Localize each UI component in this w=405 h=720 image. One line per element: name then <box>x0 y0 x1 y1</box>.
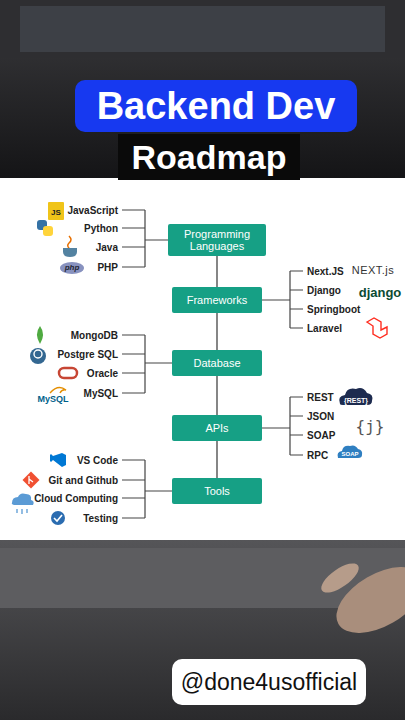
category-box: Tools <box>172 478 262 504</box>
git-icon <box>23 472 40 489</box>
spine-connector <box>216 376 217 415</box>
icon-text: JS <box>51 208 61 218</box>
category-text-stack: APIs <box>201 422 232 434</box>
cloud-rain <box>17 509 27 514</box>
list-item: Git and Github <box>49 474 118 487</box>
list-item: RPC <box>307 449 328 462</box>
laravel-icon <box>367 318 387 338</box>
bracket <box>122 210 172 267</box>
list-item: PHP <box>97 261 118 274</box>
logo-text: {j} <box>356 418 385 436</box>
list-item: Python <box>84 222 118 235</box>
bracket <box>122 460 172 518</box>
category-label: Frameworks <box>183 294 252 306</box>
java-cup <box>63 248 77 257</box>
category-text-stack: Tools <box>200 485 234 497</box>
java-steam <box>68 236 71 249</box>
postgres-icon <box>30 348 46 364</box>
list-item: Java <box>96 241 118 254</box>
cloud-icon <box>12 493 34 505</box>
list-item: Springboot <box>307 303 360 316</box>
category-box: Programming Languages <box>168 224 266 256</box>
category-label: Tools <box>200 485 234 497</box>
diagram-panel <box>0 178 405 540</box>
monitor-screen <box>20 6 385 52</box>
category-label: Database <box>189 357 244 369</box>
list-item: Django <box>307 284 341 297</box>
photo-background <box>0 0 405 180</box>
category-text-stack: Programming Languages <box>168 228 266 252</box>
javascript-icon <box>48 202 64 220</box>
category-box: Frameworks <box>172 287 262 313</box>
spine-connector <box>216 256 217 287</box>
mysql-dolphin <box>50 388 66 393</box>
watermark: @done4usofficial <box>172 659 366 705</box>
rest-cloud <box>339 388 372 405</box>
list-item: SOAP <box>307 429 335 442</box>
hand <box>325 553 405 646</box>
logo-text: django <box>359 286 402 300</box>
git-icon <box>29 476 33 484</box>
category-text-stack: Database <box>189 357 244 369</box>
category-label: Programming Languages <box>168 228 266 252</box>
list-item: Laravel <box>307 322 342 335</box>
python-icon <box>43 226 53 236</box>
bracket <box>262 271 303 328</box>
logo-text: MySQL <box>37 394 68 404</box>
postgres-icon <box>34 350 42 358</box>
logo-text: NEXT.js <box>352 264 395 277</box>
category-label: APIs <box>201 422 232 434</box>
oracle-icon <box>59 368 77 378</box>
php-icon <box>60 262 84 274</box>
bracket <box>122 335 172 393</box>
list-item: Oracle <box>87 367 118 380</box>
bracket <box>262 397 303 455</box>
photo-background <box>0 540 405 720</box>
icon-text: php <box>65 263 80 273</box>
list-item: MySQL <box>84 387 118 400</box>
list-item: Postgre SQL <box>57 348 118 361</box>
subtitle-banner: Roadmap <box>118 134 301 180</box>
testing-icon <box>51 511 65 525</box>
testing-check <box>54 515 62 521</box>
monitor-frame <box>0 0 405 58</box>
category-box: Database <box>172 350 262 376</box>
vscode-icon <box>50 453 66 467</box>
logo-text: SOAP <box>341 451 358 458</box>
list-item: VS Code <box>77 454 118 467</box>
list-item: Cloud Computing <box>34 492 118 505</box>
list-item: MongoDB <box>71 329 118 342</box>
category-text-stack: Frameworks <box>183 294 252 306</box>
list-item: REST <box>307 391 334 404</box>
soap-cloud <box>338 445 363 458</box>
finger <box>317 558 363 598</box>
category-box: APIs <box>172 415 262 441</box>
spine-connector <box>216 441 217 478</box>
spine-connector <box>216 313 217 350</box>
mongodb-icon <box>37 326 43 344</box>
logo-text: {REST} <box>344 396 368 405</box>
list-item: Next.JS <box>307 265 344 278</box>
list-item: Testing <box>83 512 118 525</box>
list-item: JavaScript <box>67 204 118 217</box>
title-banner: Backend Dev <box>75 80 358 132</box>
list-item: JSON <box>307 410 334 423</box>
bracket-lines <box>122 210 303 518</box>
